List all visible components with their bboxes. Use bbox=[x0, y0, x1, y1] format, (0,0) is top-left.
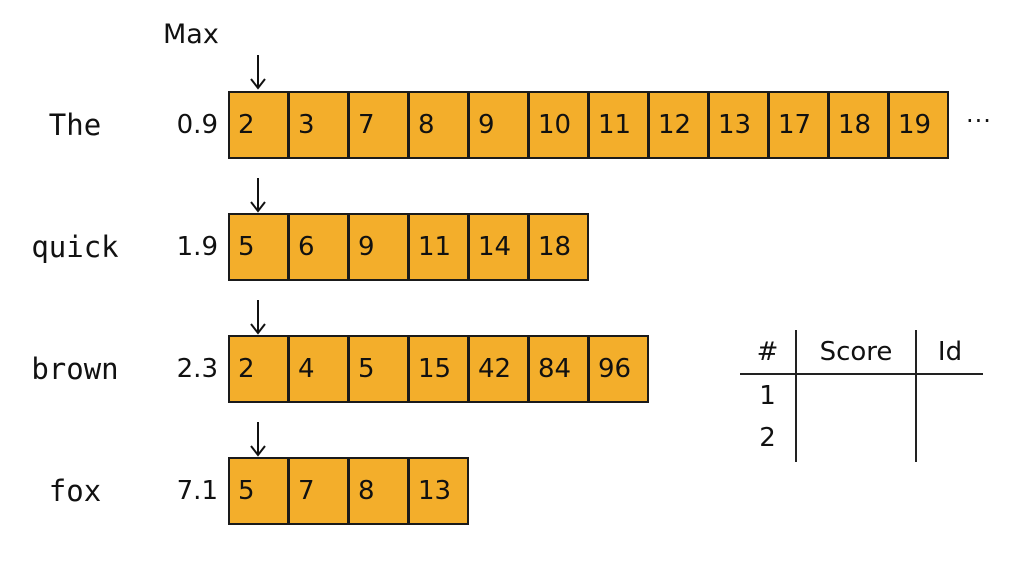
doc-id-cell: 19 bbox=[888, 91, 949, 159]
table-header-score: Score bbox=[819, 337, 893, 367]
doc-id-cell: 5 bbox=[228, 213, 289, 281]
doc-id-cell: 12 bbox=[648, 91, 709, 159]
term-label: fox bbox=[48, 474, 102, 508]
doc-id-cell: 3 bbox=[288, 91, 349, 159]
doc-id-cell: 96 bbox=[588, 335, 649, 403]
doc-id-cell: 14 bbox=[468, 213, 529, 281]
doc-id-cell: 11 bbox=[408, 213, 469, 281]
doc-id-cell: 18 bbox=[828, 91, 889, 159]
max-score-value: 1.9 bbox=[176, 232, 218, 262]
doc-id-cell: 9 bbox=[468, 91, 529, 159]
doc-id-cell: 84 bbox=[528, 335, 589, 403]
results-table: # Score Id 1 2 bbox=[740, 330, 983, 462]
term-label: brown bbox=[31, 352, 119, 386]
doc-id-cell: 7 bbox=[288, 457, 349, 525]
table-column-rule bbox=[915, 330, 917, 462]
doc-id-cell: 5 bbox=[228, 457, 289, 525]
doc-id-cell: 15 bbox=[408, 335, 469, 403]
doc-id-cell: 42 bbox=[468, 335, 529, 403]
table-header-rank: # bbox=[756, 337, 779, 367]
max-column-label: Max bbox=[163, 19, 219, 50]
table-column-rule bbox=[795, 330, 797, 462]
max-score-value: 2.3 bbox=[176, 354, 218, 384]
table-row-rank: 2 bbox=[759, 423, 776, 453]
down-arrow-icon bbox=[250, 178, 266, 213]
doc-id-cell: 10 bbox=[528, 91, 589, 159]
max-score-value: 0.9 bbox=[176, 110, 218, 140]
doc-id-cell: 2 bbox=[228, 335, 289, 403]
doc-id-cell: 13 bbox=[708, 91, 769, 159]
term-label: The bbox=[48, 108, 102, 142]
table-row-rank: 1 bbox=[759, 381, 776, 411]
doc-id-cell: 8 bbox=[348, 457, 409, 525]
term-label: quick bbox=[31, 230, 119, 264]
max-score-value: 7.1 bbox=[176, 476, 218, 506]
doc-id-cell: 11 bbox=[588, 91, 649, 159]
doc-id-cell: 8 bbox=[408, 91, 469, 159]
doc-id-cell: 4 bbox=[288, 335, 349, 403]
continuation-ellipsis: ··· bbox=[966, 107, 992, 135]
down-arrow-icon bbox=[250, 55, 266, 90]
table-header-id: Id bbox=[937, 337, 963, 367]
doc-id-cell: 5 bbox=[348, 335, 409, 403]
doc-id-cell: 13 bbox=[408, 457, 469, 525]
doc-id-cell: 6 bbox=[288, 213, 349, 281]
doc-id-cell: 7 bbox=[348, 91, 409, 159]
down-arrow-icon bbox=[250, 422, 266, 457]
doc-id-cell: 17 bbox=[768, 91, 829, 159]
table-header-rule bbox=[740, 373, 983, 375]
doc-id-cell: 2 bbox=[228, 91, 289, 159]
doc-id-cell: 9 bbox=[348, 213, 409, 281]
down-arrow-icon bbox=[250, 300, 266, 335]
doc-id-cell: 18 bbox=[528, 213, 589, 281]
